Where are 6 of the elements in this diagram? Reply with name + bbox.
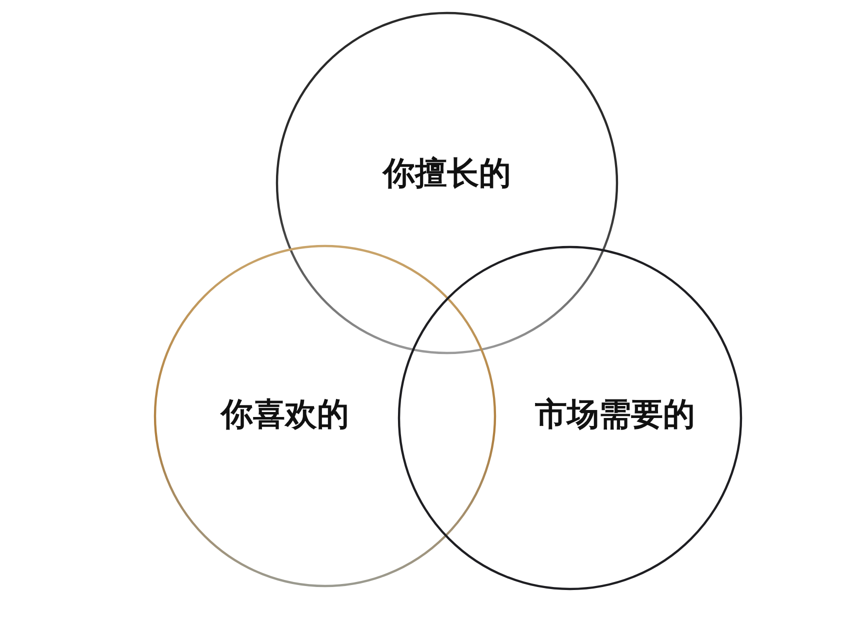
circle-label: 市场需要的 bbox=[535, 396, 695, 432]
venn-circle bbox=[275, 11, 619, 355]
venn-circle bbox=[397, 245, 743, 591]
circle-label: 你喜欢的 bbox=[221, 396, 349, 432]
venn-circle bbox=[153, 244, 497, 588]
circle-label: 你擅长的 bbox=[383, 156, 511, 191]
